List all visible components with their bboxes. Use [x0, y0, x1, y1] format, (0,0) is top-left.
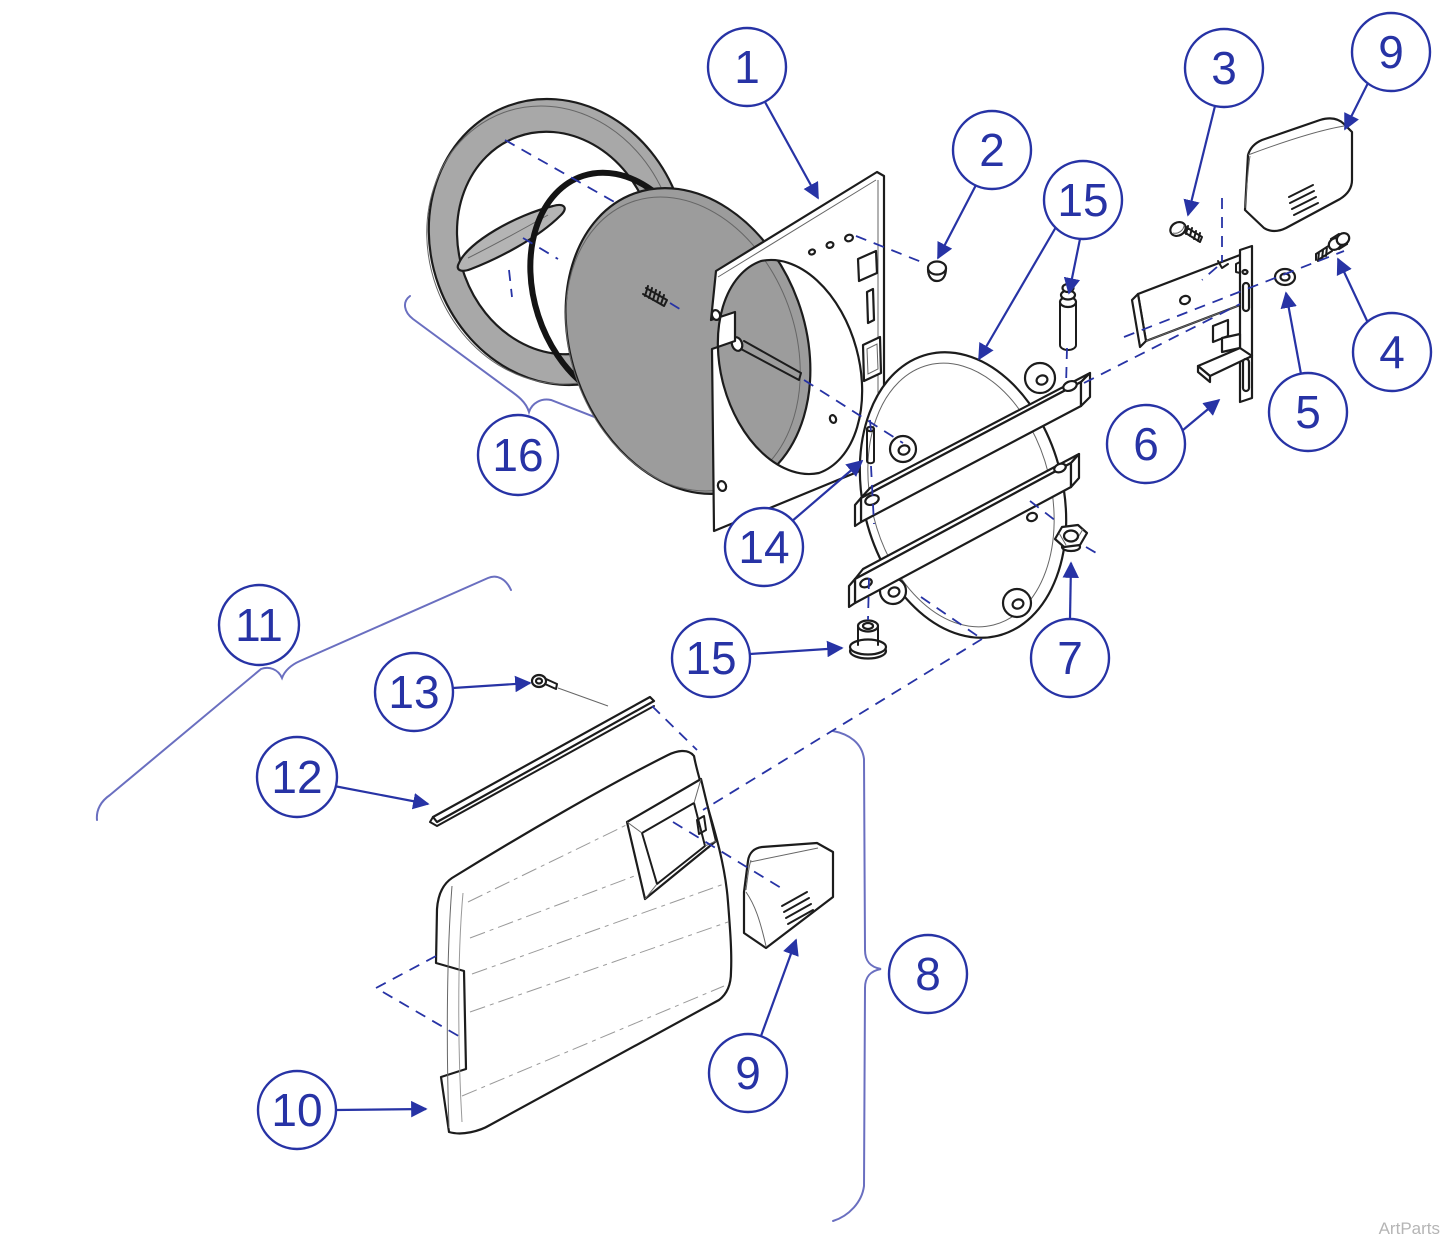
callout-balloon [723, 506, 805, 588]
callout-balloon [707, 1032, 789, 1114]
callout-balloon [1029, 617, 1111, 699]
callout-leader-arrow [1344, 80, 1370, 131]
group-brace-8 [832, 730, 882, 1222]
callout-number: 16 [492, 429, 543, 481]
callout-number: 10 [271, 1084, 322, 1136]
callout-14-14: 14 [723, 459, 864, 588]
callout-number: 11 [235, 599, 283, 651]
callout-16-17: 16 [476, 413, 560, 497]
callout-12-12: 12 [255, 735, 430, 819]
callout-balloon [887, 933, 969, 1015]
callout-leader-arrow [1062, 561, 1079, 620]
hole-plug [926, 260, 948, 283]
construction-lines [374, 139, 1345, 1039]
callout-number: 8 [915, 948, 941, 1000]
callout-number: 9 [735, 1047, 761, 1099]
callout-leader-arrow [764, 101, 819, 200]
door-cover [434, 749, 733, 1135]
callout-number: 5 [1295, 386, 1321, 438]
callout-leader-arrow [759, 938, 799, 1037]
callout-number: 15 [1057, 174, 1108, 226]
callout-leader-arrow [1183, 105, 1217, 217]
callout-number: 4 [1379, 326, 1405, 378]
callout-balloon [1105, 403, 1187, 485]
callout-15-15: 15 [978, 159, 1124, 361]
callout-8-7: 8 [887, 933, 969, 1015]
callout-2-1: 2 [937, 109, 1033, 260]
callout-number: 1 [734, 41, 760, 93]
callout-leader-arrow [333, 784, 430, 810]
callout-leader-arrow [1182, 398, 1221, 431]
group-brace-11 [95, 575, 512, 821]
callout-balloon [217, 583, 301, 667]
callout-leader-arrow [937, 184, 977, 260]
access-cover-bottom [742, 841, 835, 950]
clamp-rail-upper [853, 371, 1092, 528]
callout-leader-arrow [335, 1100, 428, 1118]
callout-number: 13 [388, 666, 439, 718]
blade-screw [642, 285, 668, 307]
callout-13-13: 13 [373, 651, 532, 733]
clamp-rail-lower [847, 452, 1081, 609]
cover-contour-lines [461, 794, 729, 1097]
callout-number: 2 [979, 124, 1005, 176]
callout-balloon [256, 1069, 338, 1151]
callout-leader-arrow [749, 640, 844, 658]
callout-number: 7 [1057, 632, 1083, 684]
callout-10-10: 10 [256, 1069, 428, 1151]
callout-11-11: 11 [217, 583, 301, 667]
handle-pocket [625, 777, 718, 901]
callout-6-5: 6 [1105, 398, 1221, 485]
callout-number: 14 [738, 521, 789, 573]
callout-leader-arrow [1063, 238, 1082, 295]
callout-number: 6 [1133, 418, 1159, 470]
watermark: ArtParts [1379, 1219, 1440, 1238]
callout-balloon [670, 617, 752, 699]
callout-leader-arrow [1280, 291, 1303, 375]
callout-leader-arrow [1336, 257, 1370, 326]
callout-leader-arrow [790, 459, 864, 523]
callout-balloon [706, 26, 788, 108]
callout-balloon [1267, 371, 1349, 453]
callout-balloon [1351, 311, 1433, 393]
door-panel [709, 170, 886, 533]
hinge-plate [1130, 253, 1250, 349]
callout-leader-arrow [452, 675, 532, 693]
callout-9-8: 9 [1344, 11, 1432, 131]
access-cover-top [1243, 117, 1354, 233]
callout-number: 12 [271, 751, 322, 803]
callout-15-16: 15 [670, 617, 844, 699]
screw-4 [1315, 232, 1351, 262]
callout-balloon [1042, 159, 1124, 241]
callout-number: 9 [1378, 26, 1404, 78]
callout-number: 15 [685, 632, 736, 684]
callout-9-9: 9 [707, 938, 799, 1114]
callout-leader-arrow [978, 226, 1057, 361]
callout-4-3: 4 [1336, 257, 1433, 393]
roll-pin-upper [1058, 282, 1078, 351]
callout-5-4: 5 [1267, 291, 1349, 453]
callout-7-6: 7 [1029, 561, 1111, 699]
screw-13 [530, 673, 609, 707]
callout-balloon [476, 413, 560, 497]
callout-balloon [951, 109, 1033, 191]
callout-1: 1 [706, 26, 819, 200]
callout-number: 3 [1211, 42, 1237, 94]
callout-3-2: 3 [1183, 27, 1265, 217]
dam-long-screw [740, 340, 802, 381]
latch-bracket [1196, 244, 1254, 404]
screw-3 [1169, 220, 1203, 243]
callout-balloon [1350, 11, 1432, 93]
trim-strip [429, 695, 656, 827]
callout-balloon [373, 651, 455, 733]
callout-balloon [1183, 27, 1265, 109]
callout-balloon [255, 735, 339, 819]
hex-nut-7 [1053, 523, 1089, 553]
flanged-sleeve-15 [848, 619, 888, 660]
